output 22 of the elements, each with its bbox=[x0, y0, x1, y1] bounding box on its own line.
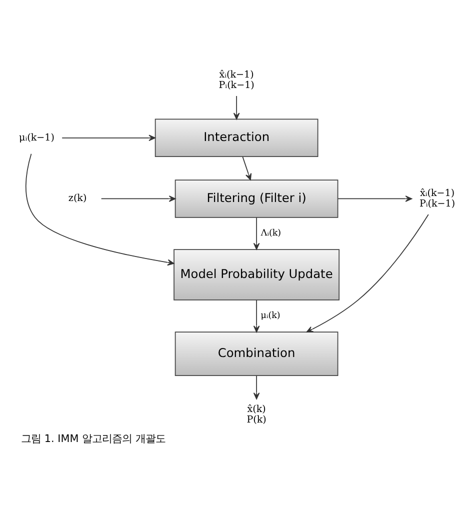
node-text: z(k) bbox=[68, 193, 87, 204]
node-box: Filtering (Filter i) bbox=[174, 180, 338, 218]
edge-label: Λᵢ(k) bbox=[260, 228, 281, 239]
arrow bbox=[100, 196, 176, 202]
node-text: μᵢ(k−1) bbox=[19, 132, 54, 144]
arrow bbox=[62, 134, 156, 142]
node-box: Model Probability Update bbox=[174, 249, 340, 300]
node-text: x̂ᵢ(k−1) Pᵢ(k−1) bbox=[218, 69, 254, 91]
arrow bbox=[306, 214, 429, 332]
arrow bbox=[253, 375, 260, 400]
node-text: x̂ᵢ(k−1) Pᵢ(k−1) bbox=[419, 188, 456, 210]
node-text: x̂(k) P(k) bbox=[246, 404, 266, 426]
arrow bbox=[253, 300, 260, 332]
node-box: Combination bbox=[174, 332, 338, 376]
arrow bbox=[233, 96, 240, 120]
arrow bbox=[242, 156, 252, 180]
node-box: Interaction bbox=[154, 118, 318, 158]
arrow bbox=[253, 217, 260, 250]
arrow bbox=[338, 196, 412, 202]
caption: 그림 1. IMM 알고리즘의 개괄도 bbox=[21, 433, 166, 446]
arrow bbox=[25, 153, 174, 266]
edge-label: μᵢ(k) bbox=[260, 311, 280, 322]
